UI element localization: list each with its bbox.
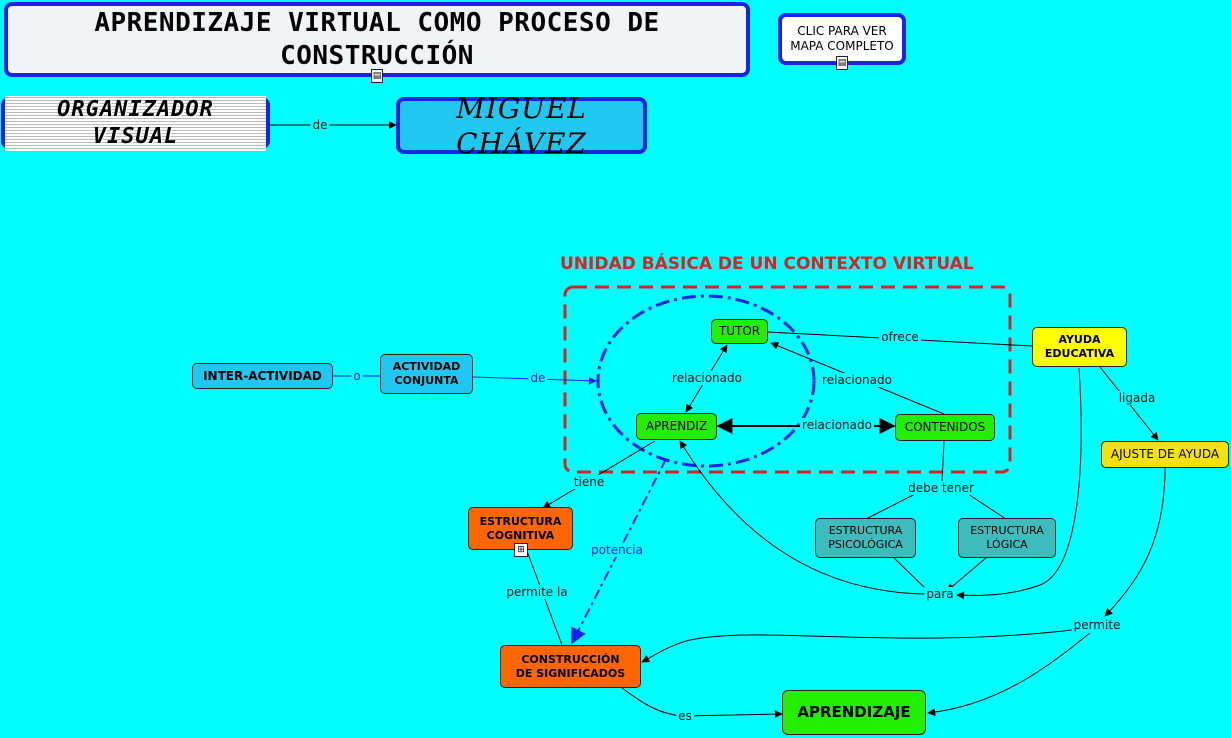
edge-para-aprendiz (679, 440, 926, 595)
edge-ajuste-permite (1104, 467, 1166, 617)
actividad-conjunta-label: ACTIVIDAD CONJUNTA (392, 360, 461, 387)
title-box: APRENDIZAJE VIRTUAL COMO PROCESO DE CONS… (4, 2, 750, 77)
document-icon[interactable]: ▤ (371, 69, 383, 83)
aprendizaje-label: APRENDIZAJE (797, 703, 911, 722)
edge-psicologica-para (892, 556, 926, 589)
aprendizaje-node[interactable]: APRENDIZAJE (782, 690, 926, 735)
link-label-relacionado: relacionado (820, 373, 894, 387)
inter-actividad-node[interactable]: INTER-ACTIVIDAD (192, 363, 333, 389)
estructura-logica-label: ESTRUCTURA LÓGICA (970, 524, 1044, 551)
link-label-ligada: ligada (1116, 391, 1158, 405)
edge-permite-construccion (641, 629, 1073, 663)
estructura-cognitiva-node[interactable]: ESTRUCTURA COGNITIVA (468, 507, 573, 550)
link-label-permite-la: permite la (504, 585, 570, 599)
edge-potencia (571, 458, 667, 645)
edge-debe-psicologica (865, 493, 916, 520)
link-label-ofrece: ofrece (879, 330, 921, 344)
ajuste-ayuda-node[interactable]: AJUSTE DE AYUDA (1101, 441, 1229, 468)
edge-permite-aprendizaje (927, 632, 1091, 717)
unidad-title-text: UNIDAD BÁSICA DE UN CONTEXTO VIRTUAL (560, 254, 974, 275)
ayuda-educativa-node[interactable]: AYUDA EDUCATIVA (1032, 327, 1127, 367)
aprendiz-node[interactable]: APRENDIZ (636, 413, 717, 440)
link-label-o: o (351, 369, 363, 383)
link-label-tiene: tiene (571, 475, 607, 489)
link-label-de: de (528, 371, 548, 385)
contenidos-label: CONTENIDOS (904, 420, 986, 434)
link-label-permite: permite (1071, 618, 1123, 632)
document-icon[interactable]: ▤ (836, 56, 848, 70)
edge-aprendiz-cognitiva (542, 440, 656, 509)
tutor-label: TUTOR (718, 324, 761, 338)
construccion-node[interactable]: CONSTRUCCIÓN DE SIGNIFICADOS (500, 645, 641, 688)
ajuste-ayuda-label: AJUSTE DE AYUDA (1110, 447, 1220, 461)
edge-contenidos-debe (941, 440, 945, 483)
unidad-ellipse (596, 294, 816, 468)
link-label-para: para (924, 587, 956, 601)
submap-icon[interactable]: ⊞ (514, 543, 528, 557)
estructura-cognitiva-label: ESTRUCTURA COGNITIVA (479, 514, 562, 542)
aprendiz-label: APRENDIZ (645, 419, 708, 433)
author-node[interactable]: MIGUEL CHÁVEZ (396, 92, 647, 160)
edge-logica-para (946, 556, 988, 592)
edge-debe-logica (967, 493, 1007, 520)
edge-ayuda-para (956, 367, 1082, 600)
organizador-label: ORGANIZADOR VISUAL (5, 95, 266, 151)
link-label-relacionado: relacionado (800, 418, 874, 432)
actividad-conjunta-node[interactable]: ACTIVIDAD CONJUNTA (380, 354, 473, 394)
link-label-potencia: potencia (589, 543, 645, 557)
estructura-psicologica-node[interactable]: ESTRUCTURA PSICOLÓGICA (815, 518, 916, 558)
link-label-relacionado: relacionado (670, 371, 744, 385)
edge-construccion-aprendizaje (621, 687, 783, 719)
ayuda-educativa-label: AYUDA EDUCATIVA (1044, 333, 1115, 360)
construccion-label: CONSTRUCCIÓN DE SIGNIFICADOS (515, 652, 626, 680)
author-label: MIGUEL CHÁVEZ (456, 91, 587, 160)
unidad-title: UNIDAD BÁSICA DE UN CONTEXTO VIRTUAL (560, 252, 1015, 278)
contenidos-node[interactable]: CONTENIDOS (895, 414, 995, 441)
organizador-node[interactable]: ORGANIZADOR VISUAL (1, 95, 270, 151)
link-label-es: es (676, 709, 694, 723)
unidad-container (563, 285, 1012, 474)
tutor-node[interactable]: TUTOR (711, 319, 768, 344)
estructura-psicologica-label: ESTRUCTURA PSICOLÓGICA (828, 524, 903, 551)
link-label-de: de (310, 118, 330, 132)
page-title: APRENDIZAJE VIRTUAL COMO PROCESO DE CONS… (94, 8, 660, 71)
inter-actividad-label: INTER-ACTIVIDAD (203, 368, 322, 383)
estructura-logica-node[interactable]: ESTRUCTURA LÓGICA (958, 518, 1056, 558)
map-link-label: CLIC PARA VER MAPA COMPLETO (790, 24, 894, 53)
link-label-debe-tener: debe tener (906, 481, 976, 495)
